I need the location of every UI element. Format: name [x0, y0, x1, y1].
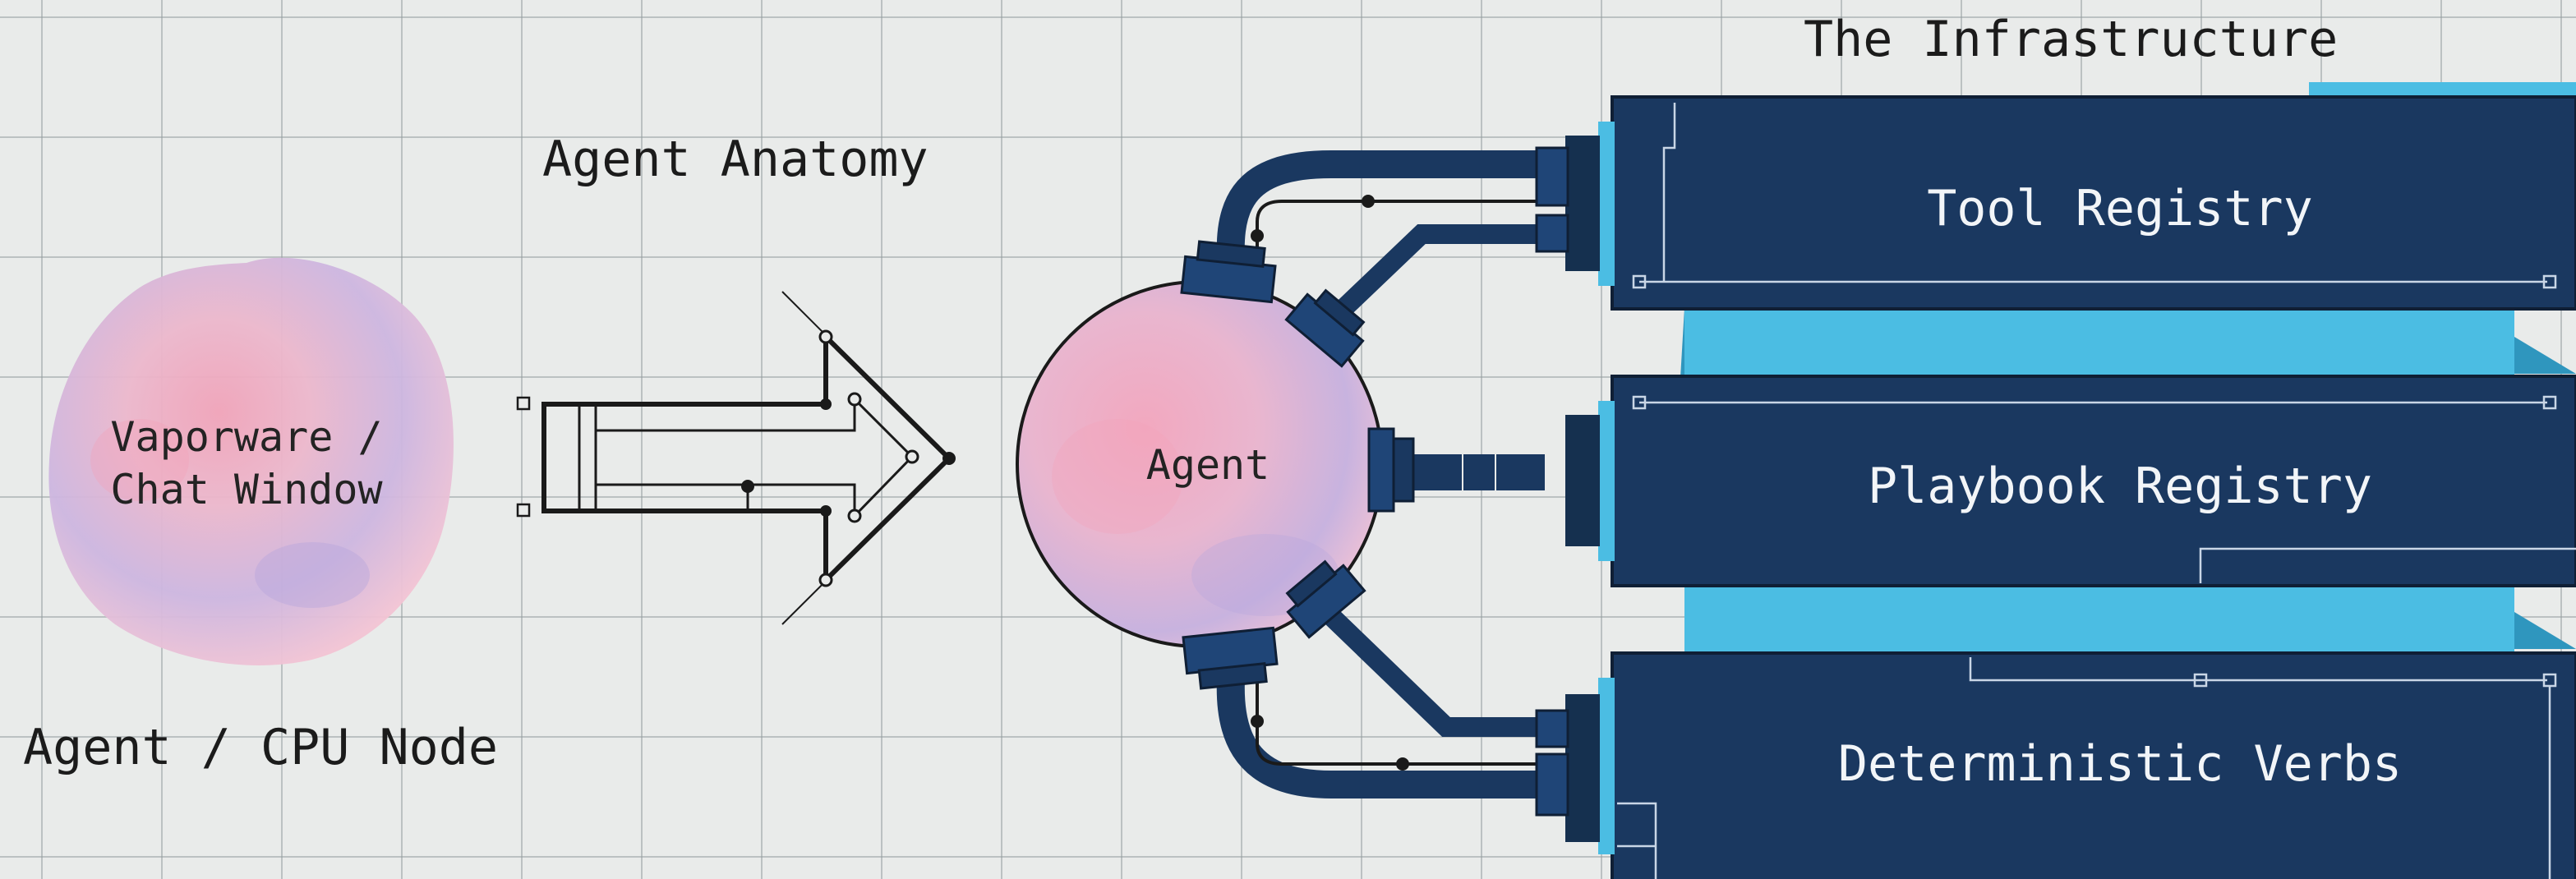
deterministic-verbs-panel — [1535, 651, 2576, 879]
tool-registry-panel — [1535, 95, 2576, 311]
tool-registry-label: Tool Registry — [1927, 180, 2313, 237]
agent-label: Agent — [1145, 441, 1270, 489]
agent-bubble — [1016, 280, 1384, 648]
plug-connector-icon — [1180, 240, 1415, 690]
playbook-registry-label: Playbook Registry — [1867, 458, 2373, 515]
playbook-registry-panel — [1565, 375, 2576, 587]
agent-anatomy-heading: Agent Anatomy — [542, 131, 929, 188]
vaporware-label-line1: Vaporware / — [110, 413, 383, 461]
cpu-node-label: Agent / CPU Node — [23, 719, 498, 776]
vaporware-bubble — [48, 257, 454, 665]
vaporware-label: Vaporware / Chat Window — [82, 411, 411, 516]
hollow-arrow-icon — [516, 291, 956, 625]
deterministic-verbs-label: Deterministic Verbs — [1837, 735, 2403, 793]
panel-spacers — [1680, 82, 2576, 879]
infrastructure-heading: The Infrastructure — [1804, 11, 2339, 68]
vaporware-label-line2: Chat Window — [110, 466, 383, 513]
wire-nodes — [1251, 195, 1409, 771]
